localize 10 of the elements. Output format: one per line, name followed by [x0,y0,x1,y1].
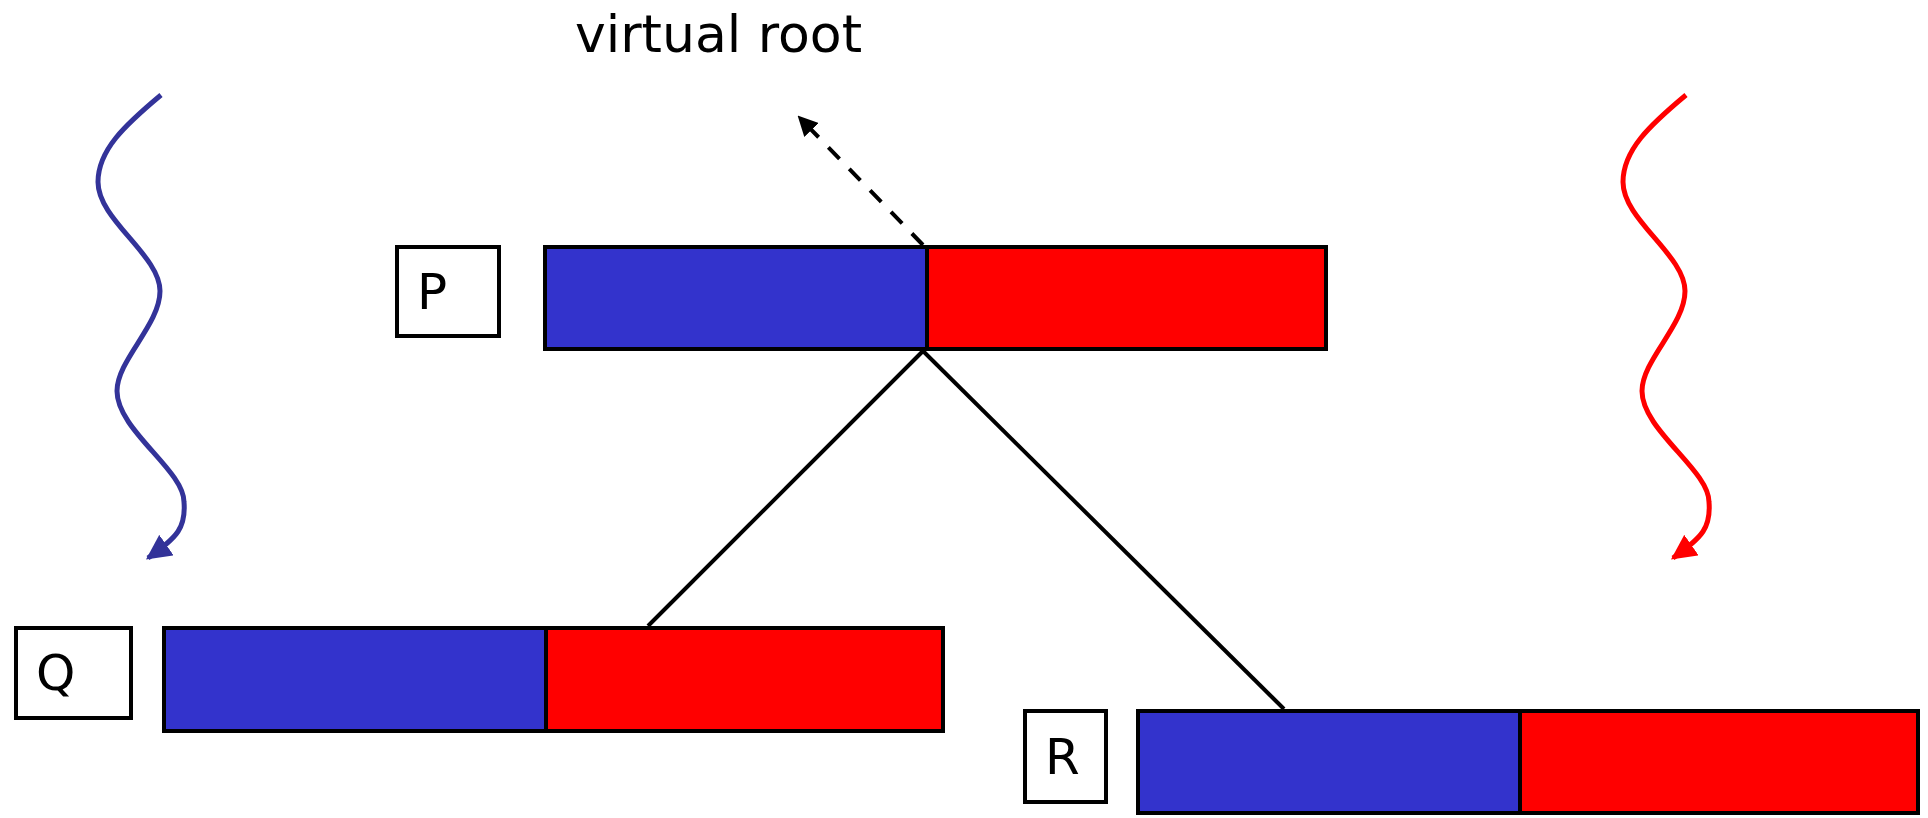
connector-line [646,349,925,628]
node-label: virtual root [575,8,935,68]
letter-label: R [1023,709,1108,804]
connector-line [921,349,1286,711]
split-bar [1136,709,1920,815]
letter-label: P [395,245,501,338]
arrow [797,115,925,247]
letter-label: Q [14,626,133,720]
split-bar [543,245,1328,351]
split-bar [162,626,945,733]
